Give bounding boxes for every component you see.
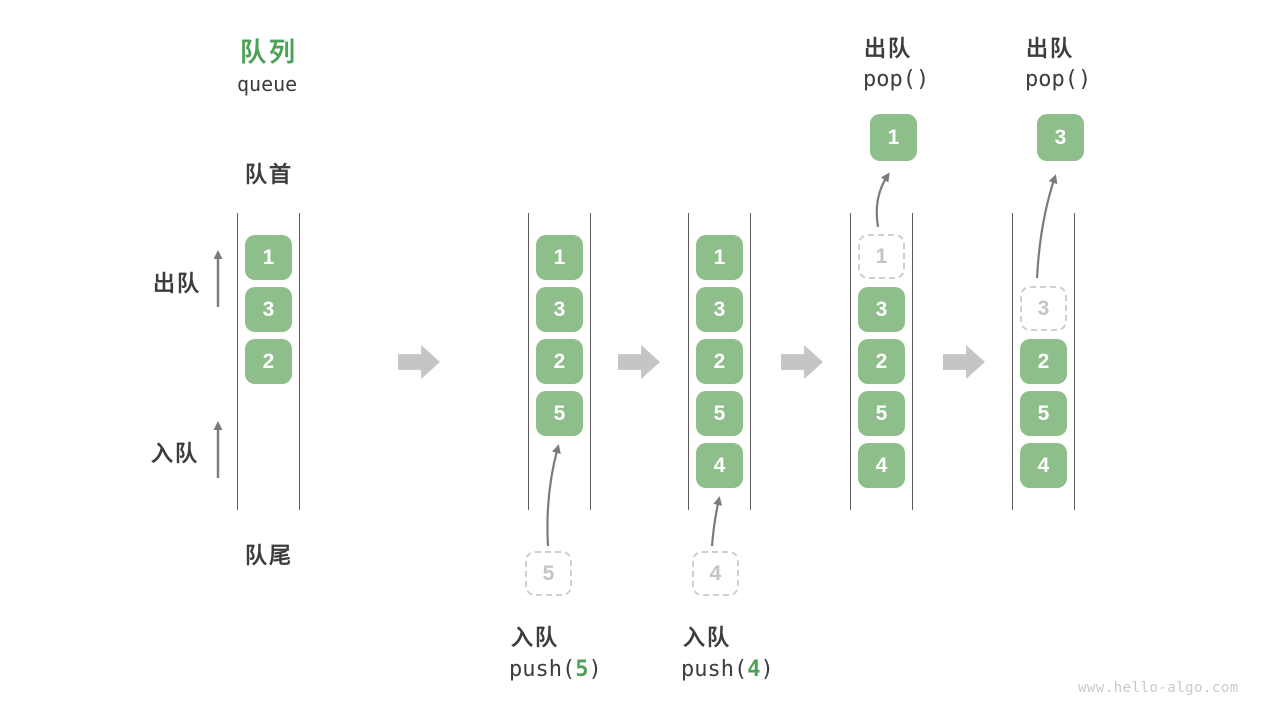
queue-box: 2	[696, 339, 743, 384]
queue-box: 3	[696, 287, 743, 332]
queue-box: 2	[858, 339, 905, 384]
queue-channel-3	[688, 213, 751, 510]
queue-box: 3	[536, 287, 583, 332]
queue-front-label: 队首	[245, 162, 294, 187]
push-5-code-label: push(5)	[509, 657, 602, 682]
diagram-title-en: queue	[237, 72, 298, 96]
queue-box: 2	[536, 339, 583, 384]
pop-3-code-label: pop()	[1025, 67, 1092, 92]
push-arg-text: 4	[747, 657, 761, 682]
queue-box-ghost: 3	[1020, 286, 1067, 331]
queue-box: 5	[536, 391, 583, 436]
incoming-element-box: 4	[692, 551, 739, 596]
pop-1-action-label: 出队	[864, 36, 913, 61]
queue-box: 1	[536, 235, 583, 280]
pop-1-code-label: pop()	[863, 67, 930, 92]
next-step-arrow-icon	[618, 345, 660, 379]
queue-rear-label: 队尾	[245, 543, 294, 568]
push-fn-text: push(	[681, 657, 748, 682]
enqueue-side-label: 入队	[151, 441, 200, 466]
next-step-arrow-icon	[943, 345, 985, 379]
diagram-title-zh: 队列	[240, 37, 299, 67]
queue-box: 5	[696, 391, 743, 436]
queue-box: 2	[1020, 339, 1067, 384]
queue-box: 1	[696, 235, 743, 280]
push-close-text: )	[588, 657, 602, 682]
queue-channel-2	[528, 213, 591, 510]
incoming-element-box: 5	[525, 551, 572, 596]
next-step-arrow-icon	[398, 345, 440, 379]
queue-box: 3	[858, 287, 905, 332]
popped-element-box: 3	[1037, 114, 1084, 161]
popped-element-box: 1	[870, 114, 917, 161]
queue-box: 5	[858, 391, 905, 436]
push-fn-text: push(	[509, 657, 576, 682]
queue-box: 3	[245, 287, 292, 332]
push-4-code-label: push(4)	[681, 657, 774, 682]
queue-box: 1	[245, 235, 292, 280]
queue-box: 4	[696, 443, 743, 488]
push-arg-text: 5	[575, 657, 589, 682]
queue-channel-1	[237, 213, 300, 510]
dequeue-side-label: 出队	[153, 271, 202, 296]
queue-channel-4	[850, 213, 913, 510]
queue-box: 4	[858, 443, 905, 488]
queue-channel-5	[1012, 213, 1075, 510]
push-4-action-label: 入队	[683, 625, 732, 650]
watermark: www.hello-algo.com	[1078, 680, 1239, 696]
next-step-arrow-icon	[781, 345, 823, 379]
queue-box: 5	[1020, 391, 1067, 436]
push-close-text: )	[760, 657, 774, 682]
pop-3-action-label: 出队	[1026, 36, 1075, 61]
push-5-action-label: 入队	[511, 625, 560, 650]
queue-box: 2	[245, 339, 292, 384]
queue-box: 4	[1020, 443, 1067, 488]
queue-box-ghost: 1	[858, 234, 905, 279]
